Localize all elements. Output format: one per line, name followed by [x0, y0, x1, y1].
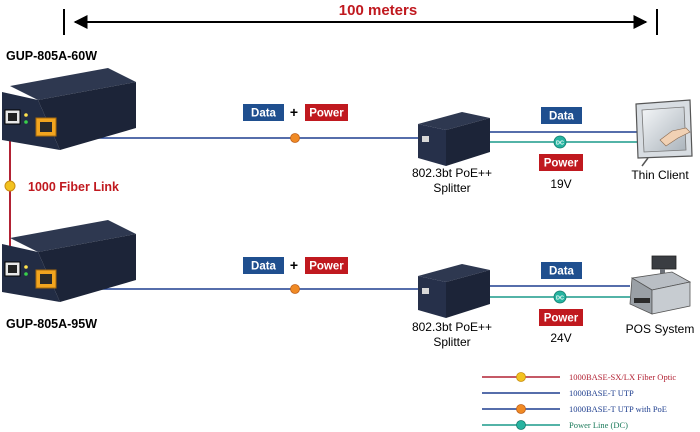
top-cable-plus-sign: + [290, 104, 298, 120]
legend-utp-label: 1000BASE-T UTP [569, 388, 634, 398]
pos-display [651, 255, 677, 270]
bottom-dc-marker-text: DC [556, 296, 564, 302]
bottom-switch-fiber-port-inner [8, 265, 17, 273]
bottom-splitter-label-line2: Splitter [433, 335, 470, 349]
legend-fiber-marker-icon [516, 372, 526, 382]
bottom-cable-plus-sign: + [290, 257, 298, 273]
bottom-cable-data-tag-label: Data [251, 261, 277, 273]
legend-poe-marker-icon [516, 404, 526, 414]
top-cable-power-tag [305, 104, 348, 121]
top-switch-poe-port-inner [40, 122, 52, 132]
thin-client-stand [641, 157, 649, 167]
bottom-splitter-right-face [446, 270, 490, 318]
bottom-dc-marker-icon: DC [553, 290, 567, 304]
top-switch-model-label: GUP-805A-60W [6, 49, 97, 63]
top-output-power-tag [539, 154, 583, 171]
bottom-output-data-tag [541, 262, 582, 279]
fiber-link-label: 1000 Fiber Link [28, 180, 119, 194]
top-splitter-device [418, 112, 490, 166]
bottom-cable-data-tag [243, 257, 284, 274]
top-switch-fiber-port-inner [8, 113, 17, 121]
bottom-splitter-top-face [418, 264, 490, 282]
top-switch-led-2 [24, 120, 28, 124]
top-switch-led-1 [24, 113, 28, 117]
bottom-switch-device [2, 220, 136, 302]
top-switch-right-face [38, 82, 136, 150]
bottom-output-power-tag-label: Power [544, 313, 579, 325]
bottom-splitter-front-face [418, 276, 446, 318]
top-splitter-label-line2: Splitter [433, 181, 470, 195]
thin-client-label: Thin Client [631, 168, 689, 182]
legend-item-dc: Power Line (DC) [482, 420, 628, 430]
top-cable-data-tag-label: Data [251, 108, 277, 120]
top-output-data-tag-label: Data [549, 111, 575, 123]
thin-client-screen [641, 106, 687, 153]
bottom-poe-marker-icon [290, 284, 300, 294]
top-dc-marker-text: DC [556, 141, 564, 147]
legend-item-fiber: 1000BASE-SX/LX Fiber Optic [482, 372, 676, 382]
fiber-marker-icon [4, 180, 16, 192]
bottom-cable-power-tag [305, 257, 348, 274]
legend-dc-label: Power Line (DC) [569, 420, 628, 430]
legend-poe-label: 1000BASE-T UTP with PoE [569, 404, 667, 414]
top-poe-marker-icon [290, 133, 300, 143]
bottom-output-data-tag-label: Data [549, 266, 575, 278]
pos-system-label: POS System [626, 322, 695, 336]
pos-system-icon [629, 255, 692, 315]
bottom-switch-model-label: GUP-805A-95W [6, 317, 97, 331]
legend-item-utp: 1000BASE-T UTP [482, 388, 634, 398]
top-data-power-tags: Data + Power [243, 104, 348, 121]
bottom-splitter-label-line1: 802.3bt PoE++ [412, 320, 492, 334]
top-splitter-right-face [446, 118, 490, 166]
pos-drawer-slot [634, 298, 650, 303]
thin-client-icon [635, 99, 693, 167]
top-splitter-port [422, 136, 429, 142]
distance-indicator: 100 meters [63, 2, 658, 35]
bottom-switch-right-face [38, 234, 136, 302]
bottom-output-power-tag [539, 309, 583, 326]
distance-label: 100 meters [339, 2, 417, 19]
top-output-data-tag [541, 107, 582, 124]
bottom-cable-power-tag-label: Power [309, 261, 344, 273]
fiber-link: 1000 Fiber Link [4, 132, 119, 260]
top-cable-power-tag-label: Power [309, 108, 344, 120]
legend-dc-marker-icon [516, 420, 526, 430]
legend-item-poe: 1000BASE-T UTP with PoE [482, 404, 667, 414]
top-switch-device [2, 68, 136, 150]
top-output-power-tag-label: Power [544, 158, 579, 170]
pos-display-stand [660, 269, 665, 277]
bottom-switch-led-1 [24, 265, 28, 269]
bottom-switch-led-2 [24, 272, 28, 276]
top-cable-data-tag [243, 104, 284, 121]
top-dc-marker-icon: DC [553, 135, 567, 149]
top-output-voltage: 19V [550, 177, 571, 191]
legend: 1000BASE-SX/LX Fiber Optic 1000BASE-T UT… [482, 372, 676, 430]
bottom-switch-top-face [10, 220, 136, 252]
bottom-output-voltage: 24V [550, 331, 571, 345]
bottom-switch-poe-port-inner [40, 274, 52, 284]
top-switch-top-face [10, 68, 136, 100]
top-splitter-front-face [418, 124, 446, 166]
top-splitter-label-line1: 802.3bt PoE++ [412, 166, 492, 180]
thin-client-hand [659, 127, 691, 147]
bottom-splitter-device [418, 264, 490, 318]
top-splitter-top-face [418, 112, 490, 130]
bottom-data-power-tags: Data + Power [243, 257, 348, 274]
legend-fiber-label: 1000BASE-SX/LX Fiber Optic [569, 372, 676, 382]
bottom-splitter-port [422, 288, 429, 294]
pos-side [651, 281, 691, 315]
